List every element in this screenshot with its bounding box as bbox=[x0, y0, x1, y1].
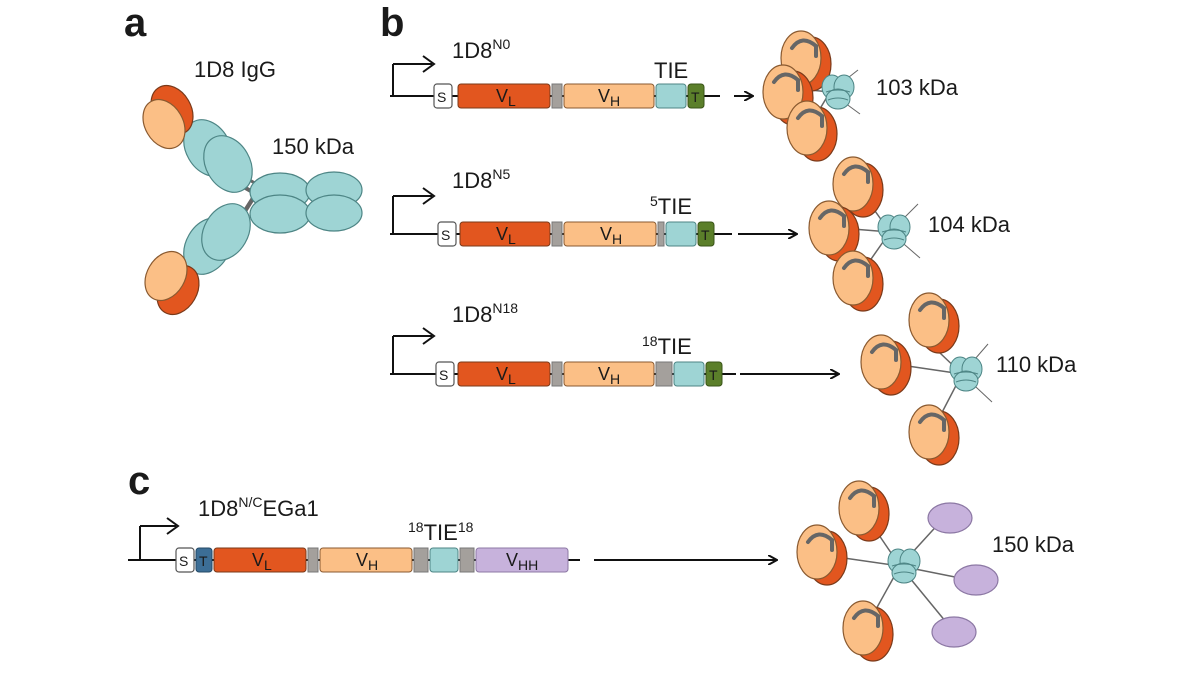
trimer-n18-illustration bbox=[859, 291, 993, 467]
panel-a-title: 1D8 IgG bbox=[194, 57, 276, 82]
signal-peptide-segment bbox=[435, 361, 455, 387]
vl-label: VL bbox=[496, 86, 516, 109]
tie-label: 18TIE18 bbox=[408, 519, 474, 545]
construct-nc-label: 1D8N/CEGa1 bbox=[198, 494, 319, 521]
scfv-linker-segment bbox=[551, 361, 563, 387]
vl-label: VL bbox=[496, 224, 516, 247]
tag-segment bbox=[705, 361, 723, 387]
vh-label: VH bbox=[598, 364, 620, 387]
construct-nc-ega1: 1D8N/CEGa1 S T VL VH 18TIE18 VHH bbox=[128, 479, 1075, 663]
construct-n18-label: 1D8N18 bbox=[452, 300, 518, 327]
panel-a-letter: a bbox=[124, 1, 147, 45]
signal-peptide-label: S bbox=[439, 367, 448, 383]
construct-n18-mass: 110 kDa bbox=[996, 352, 1077, 377]
scfv-linker-segment bbox=[307, 547, 319, 573]
tag-label: T bbox=[691, 89, 700, 105]
tag-segment bbox=[195, 547, 213, 573]
hexamer-nc-illustration bbox=[795, 479, 999, 663]
construct-n5: 1D8N5 S VL VH 5TIE T 104 kDa bbox=[390, 155, 1011, 313]
tie-segment bbox=[655, 83, 687, 109]
tag-label: T bbox=[199, 553, 208, 569]
signal-peptide-segment bbox=[175, 547, 195, 573]
construct-n18: 1D8N18 S VL VH 18TIE T 110 kDa bbox=[390, 291, 1077, 467]
construct-n5-label: 1D8N5 bbox=[452, 166, 510, 193]
vl-segment bbox=[457, 83, 551, 109]
signal-peptide-segment bbox=[433, 83, 453, 109]
tie-label: 5TIE bbox=[650, 193, 692, 219]
tie-spacer-segment bbox=[657, 221, 665, 247]
vh-label: VH bbox=[600, 224, 622, 247]
vh-segment bbox=[563, 83, 655, 109]
vhh-label: VHH bbox=[506, 550, 538, 573]
construct-n0-label: 1D8N0 bbox=[452, 36, 510, 63]
tie-spacer-segment bbox=[459, 547, 475, 573]
tag-label: T bbox=[709, 367, 718, 383]
vhh-segment bbox=[475, 547, 569, 573]
promoter-arrow-icon bbox=[392, 63, 432, 96]
vh-label: VH bbox=[598, 86, 620, 109]
vl-segment bbox=[213, 547, 307, 573]
vh-segment bbox=[319, 547, 413, 573]
panel-c-letter: c bbox=[128, 459, 150, 503]
tie-spacer-segment bbox=[655, 361, 673, 387]
igg-antibody-illustration bbox=[142, 84, 363, 316]
signal-peptide-segment bbox=[437, 221, 457, 247]
construct-nc-mass: 150 kDa bbox=[992, 532, 1075, 557]
vl-label: VL bbox=[496, 364, 516, 387]
scfv-linker-segment bbox=[551, 83, 563, 109]
vl-segment bbox=[457, 361, 551, 387]
tie-label: TIE bbox=[654, 58, 688, 83]
tag-segment bbox=[697, 221, 715, 247]
promoter-arrow-icon bbox=[392, 335, 432, 374]
vh-label: VH bbox=[356, 550, 378, 573]
vh-segment bbox=[563, 361, 655, 387]
tie-spacer-segment bbox=[413, 547, 429, 573]
tie-segment bbox=[673, 361, 705, 387]
tie-segment bbox=[665, 221, 697, 247]
tie-segment bbox=[429, 547, 459, 573]
panel-b-letter: b bbox=[380, 1, 404, 45]
construct-n5-mass: 104 kDa bbox=[928, 212, 1011, 237]
panel-a-mass: 150 kDa bbox=[272, 134, 355, 159]
vl-segment bbox=[459, 221, 551, 247]
tie-label: 18TIE bbox=[642, 333, 692, 359]
signal-peptide-label: S bbox=[179, 553, 188, 569]
signal-peptide-label: S bbox=[441, 227, 450, 243]
construct-n0-mass: 103 kDa bbox=[876, 75, 959, 100]
tag-label: T bbox=[701, 227, 710, 243]
construct-n0: 1D8N0 S VL VH TIE T 103 kDa bbox=[390, 29, 959, 163]
scfv-linker-segment bbox=[551, 221, 563, 247]
vl-label: VL bbox=[252, 550, 272, 573]
vh-segment bbox=[563, 221, 657, 247]
trimer-n0-illustration bbox=[761, 29, 861, 163]
promoter-arrow-icon bbox=[392, 195, 432, 234]
tag-segment bbox=[687, 83, 705, 109]
promoter-arrow-icon bbox=[139, 525, 176, 560]
trimer-n5-illustration bbox=[807, 155, 921, 313]
signal-peptide-label: S bbox=[437, 89, 446, 105]
